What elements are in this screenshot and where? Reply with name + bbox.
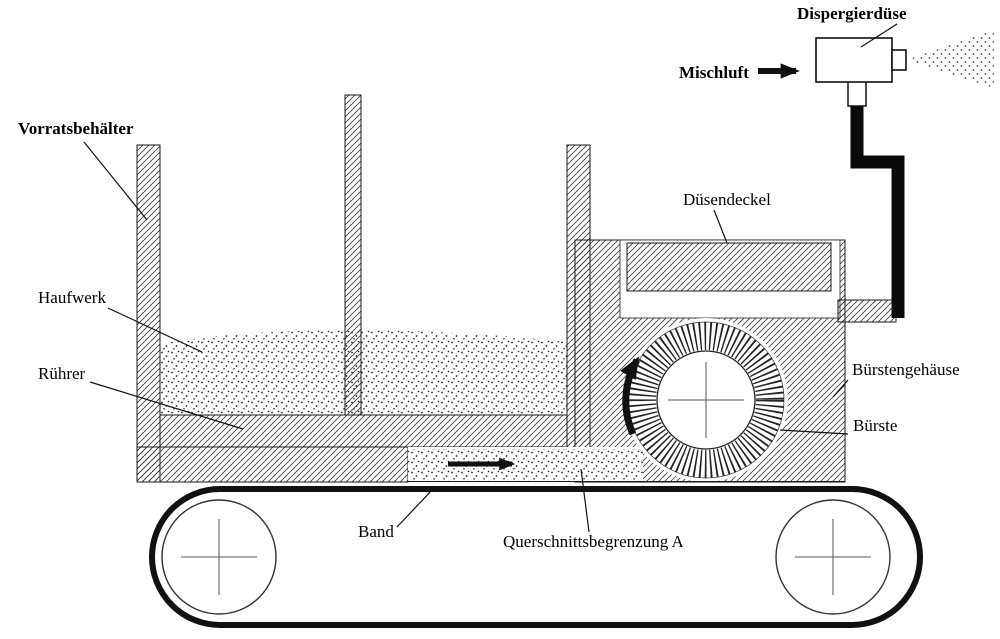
storage-container <box>136 94 591 483</box>
right-roller-cross-icon <box>795 519 871 595</box>
air-inlet-strip <box>837 299 897 323</box>
conveyor-belt <box>149 486 923 628</box>
nozzle-body <box>815 37 893 83</box>
bulk-material <box>160 330 567 415</box>
label-querschnittsbegrenzung: Querschnittsbegrenzung A <box>503 532 685 551</box>
pointer-ruehrer <box>89 381 244 430</box>
label-buerste: Bürste <box>853 416 897 435</box>
label-buerstengehaeuse: Bürstengehäuse <box>852 360 960 379</box>
label-vorratsbehaelter: Vorratsbehälter <box>18 119 134 138</box>
stirrer-paddle <box>159 414 568 448</box>
label-haufwerk: Haufwerk <box>38 288 106 307</box>
container-left-wall <box>136 144 161 483</box>
label-band: Band <box>358 522 394 541</box>
feed-pipe <box>850 100 905 318</box>
spray-cone-icon <box>906 30 994 88</box>
label-duesendeckel: Düsendeckel <box>683 190 771 209</box>
pointer-band <box>396 488 434 528</box>
label-mischluft: Mischluft <box>679 63 749 82</box>
pointer-vorratsbehaelter <box>83 141 148 221</box>
pointer-querschnittsbegrenzung <box>580 468 590 533</box>
outlet-channel <box>408 447 845 482</box>
pointer-duesendeckel <box>713 209 728 244</box>
stirrer-rod <box>344 94 362 416</box>
dispersion-nozzle-assembly <box>758 30 994 318</box>
belt-loop <box>149 486 923 628</box>
nozzle-cover <box>626 242 832 292</box>
pointer-buerste <box>779 429 849 435</box>
brush-cross-icon <box>668 362 744 438</box>
brush-housing <box>574 239 897 483</box>
rotation-arrow-icon <box>620 356 641 436</box>
nozzle-outlet <box>891 49 907 71</box>
pointer-buerstengehaeuse <box>832 379 849 398</box>
container-bottom-block <box>136 446 409 483</box>
nozzle-tube <box>847 79 867 107</box>
channel-material <box>408 449 643 482</box>
brush-bristles <box>628 322 784 478</box>
label-dispergierduese: Dispergierdüse <box>797 4 907 23</box>
label-ruehrer: Rührer <box>38 364 86 383</box>
pointer-haufwerk <box>107 307 203 353</box>
left-roller-cross-icon <box>181 519 257 595</box>
pointer-dispergierduese <box>860 23 898 48</box>
